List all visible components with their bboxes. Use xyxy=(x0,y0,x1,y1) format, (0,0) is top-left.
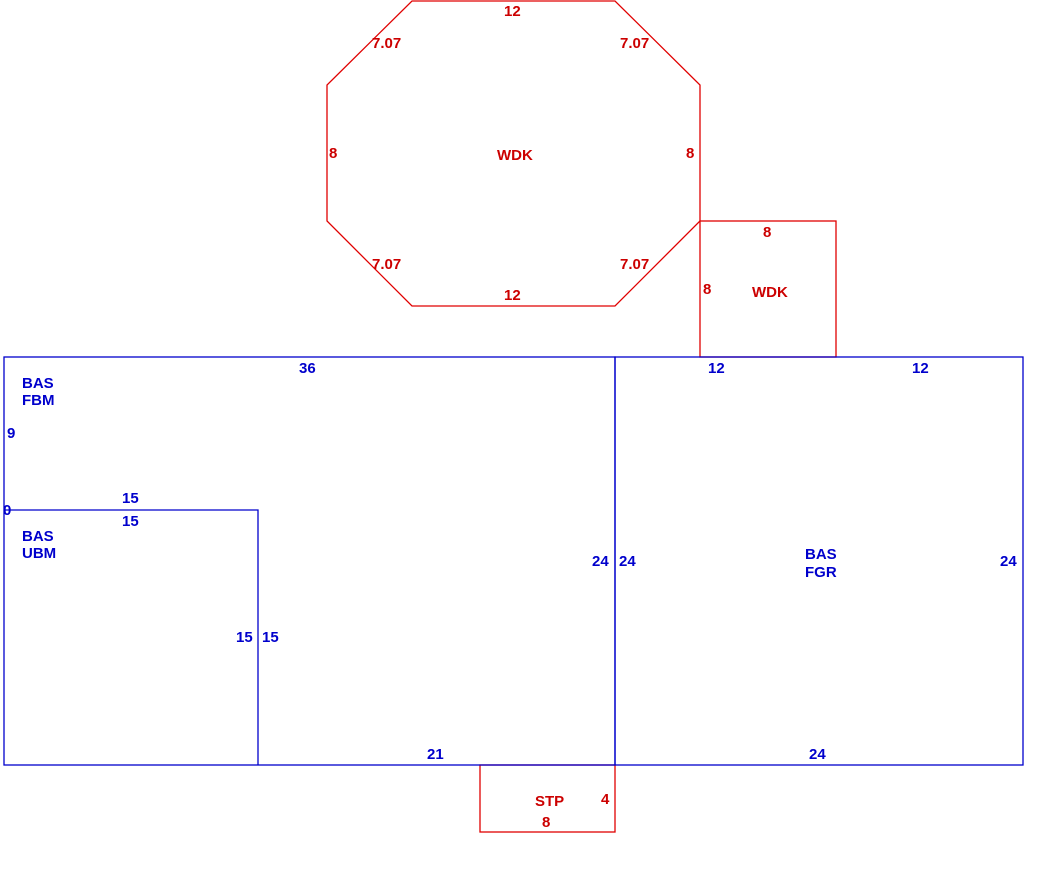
dim-stp-bottom: 8 xyxy=(542,814,550,831)
dim-oct-bottom: 12 xyxy=(504,287,521,304)
dim-fbm-bottom: 21 xyxy=(427,746,444,763)
dim-oct-diag-bl: 7.07 xyxy=(372,256,401,273)
dim-ubm-right-outer: 15 xyxy=(262,629,279,646)
fgr-label-line1: BAS xyxy=(805,546,837,563)
dim-fgr-bottom: 24 xyxy=(809,746,826,763)
dim-fbm-top: 36 xyxy=(299,360,316,377)
dim-oct-diag-tl: 7.07 xyxy=(372,35,401,52)
dim-ubm-top-inner: 15 xyxy=(122,513,139,530)
dim-oct-left: 8 xyxy=(329,145,337,162)
dim-fgr-right: 24 xyxy=(1000,553,1017,570)
dim-ubm-right-inner: 15 xyxy=(236,629,253,646)
wdk-square-label: WDK xyxy=(752,284,788,301)
fbm-label-line1: BAS xyxy=(22,375,54,392)
dim-fgr-top-right: 12 xyxy=(912,360,929,377)
dim-stp-right: 4 xyxy=(601,791,610,808)
dim-oct-top: 12 xyxy=(504,3,521,20)
dim-fbm-right: 24 xyxy=(592,553,609,570)
dim-fbm-left-lower: 0 xyxy=(3,502,11,519)
wdk-octagon-label: WDK xyxy=(497,147,533,164)
dim-fgr-left: 24 xyxy=(619,553,636,570)
dim-fgr-top-left: 12 xyxy=(708,360,725,377)
dim-oct-right: 8 xyxy=(686,145,694,162)
fgr-outline xyxy=(614,356,1024,766)
fbm-label-line2: FBM xyxy=(22,392,55,409)
dim-oct-diag-tr: 7.07 xyxy=(620,35,649,52)
dim-sq-left: 8 xyxy=(703,281,711,298)
dim-ubm-top-outer: 15 xyxy=(122,490,139,507)
fbm-outline xyxy=(3,356,616,766)
dim-sq-top: 8 xyxy=(763,224,771,241)
dim-oct-diag-br: 7.07 xyxy=(620,256,649,273)
fgr-label-line2: FGR xyxy=(805,564,837,581)
wdk-octagon-outline xyxy=(326,0,701,307)
dim-fbm-left-upper: 9 xyxy=(7,425,15,442)
stp-label: STP xyxy=(535,793,564,810)
ubm-label-line1: BAS xyxy=(22,528,54,545)
ubm-outline xyxy=(4,509,259,765)
ubm-label-line2: UBM xyxy=(22,545,56,562)
